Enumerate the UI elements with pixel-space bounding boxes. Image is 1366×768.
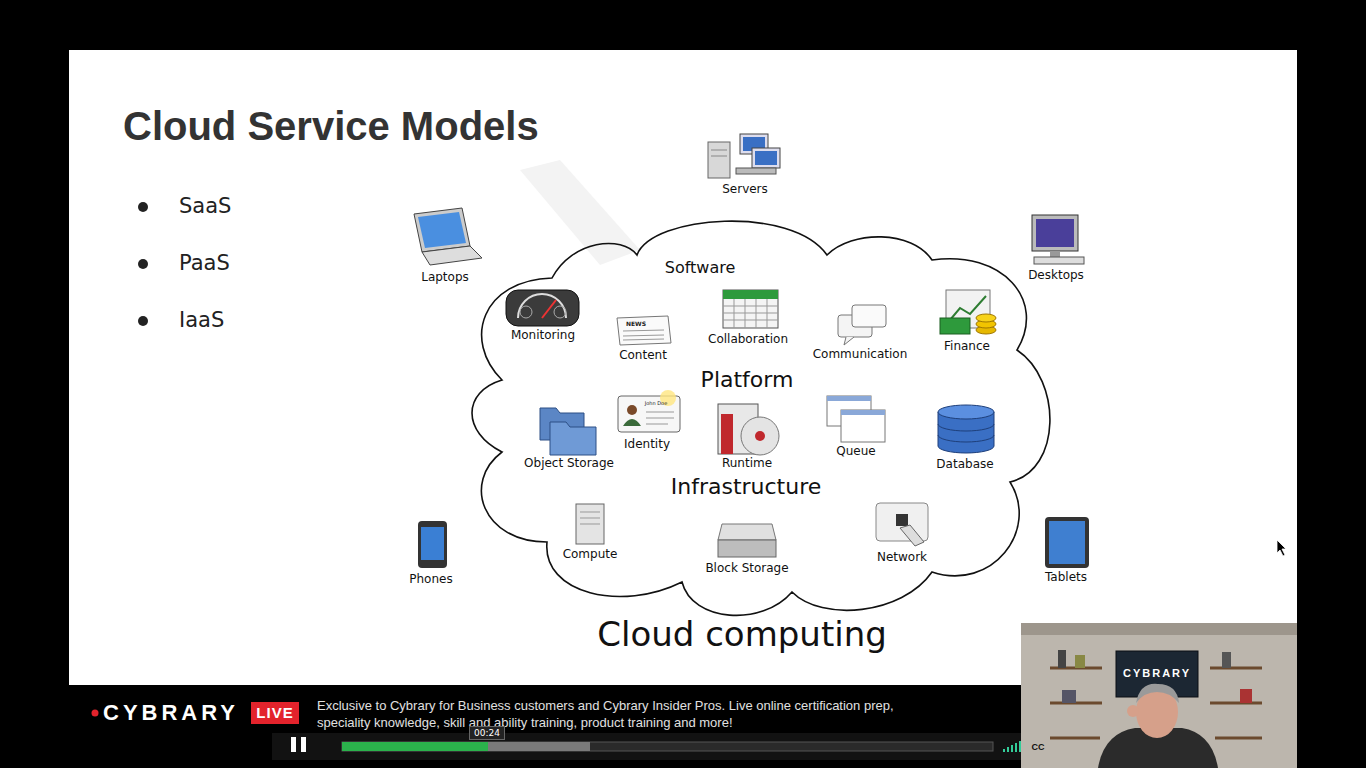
bullet-item: SaaS [179,194,231,218]
icon-label: Collaboration [708,332,788,346]
icon-label: Runtime [722,456,772,470]
cloud-outline [462,210,1052,615]
icon-text: John Doe [645,400,667,406]
cloud-node: SoftwarePlatformInfrastructure [462,210,1052,615]
icon-label: Desktops [1028,268,1084,282]
icon-label: Block Storage [705,561,788,575]
live-badge: LIVE [251,702,298,724]
icon-label: Communication [813,347,908,361]
icon-label: Compute [563,547,618,561]
icon-label: Tablets [1045,570,1087,584]
layer-heading: Platform [701,367,794,392]
icon-label: Queue [836,444,875,458]
icon-label: Network [877,550,927,564]
bullet-item: PaaS [179,251,230,275]
icon-label: Phones [409,572,452,586]
icon-label: Content [619,348,667,362]
icon-text: NEWS [626,320,646,327]
icon-label: Finance [944,339,990,353]
icon-label: Database [936,457,993,471]
layer-heading: Software [665,258,736,277]
icon-label: Monitoring [511,328,575,342]
icon-label: Identity [624,437,670,451]
brand-logo: CYBRARY [103,700,239,726]
time-tooltip: 00:24 [469,726,505,741]
diagram-caption: Cloud computing [597,614,887,654]
icon-label: Laptops [421,270,469,284]
layer-heading: Infrastructure [671,474,822,499]
badge-text: LIVE [256,704,293,721]
badge-text: 00:24 [474,728,500,738]
icon-label: Object Storage [524,456,614,470]
icon-label: Servers [722,182,768,196]
captions-button: CC [1032,742,1045,752]
promo-banner: Exclusive to Cybrary for Business custom… [317,697,917,731]
bullet-item: IaaS [179,308,224,332]
slide-title: Cloud Service Models [123,104,539,149]
tv-logo: CYBRARY [1123,667,1191,679]
